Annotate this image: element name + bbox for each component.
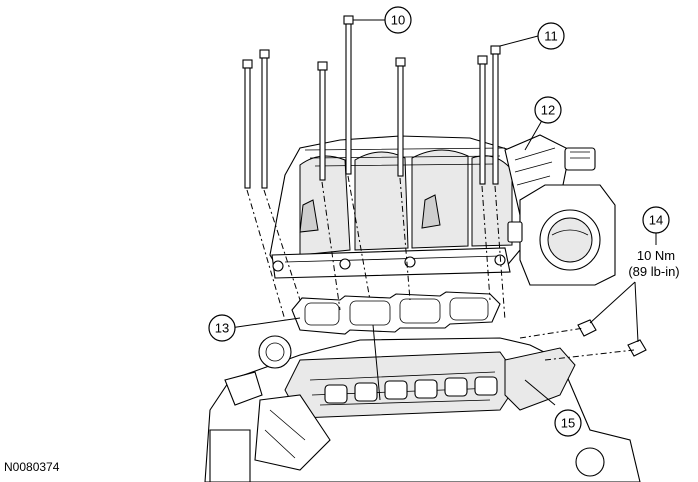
- callout-13-label: 13: [215, 321, 229, 336]
- callout-14: 14: [642, 206, 670, 234]
- callout-15-label: 15: [561, 416, 575, 431]
- torque-lbin: (89 lb-in): [628, 264, 679, 279]
- throttle-body: [507, 147, 616, 286]
- callout-14-label: 14: [649, 213, 663, 228]
- callout-13: 13: [208, 314, 236, 342]
- alignment-lines: [246, 175, 635, 361]
- callout-12: 12: [534, 96, 562, 124]
- figure-id: N0080374: [4, 460, 60, 474]
- callout-11: 11: [537, 22, 565, 50]
- bolts: [242, 15, 647, 357]
- intake-gasket: [291, 291, 501, 335]
- engine-block: [204, 335, 641, 482]
- callout-10: 10: [384, 6, 412, 34]
- torque-nm: 10 Nm: [637, 248, 675, 263]
- callout-10-label: 10: [391, 13, 405, 28]
- callout-11-label: 11: [544, 29, 558, 44]
- callout-12-label: 12: [541, 103, 555, 118]
- callout-15: 15: [554, 409, 582, 437]
- leader-lines: [229, 19, 657, 406]
